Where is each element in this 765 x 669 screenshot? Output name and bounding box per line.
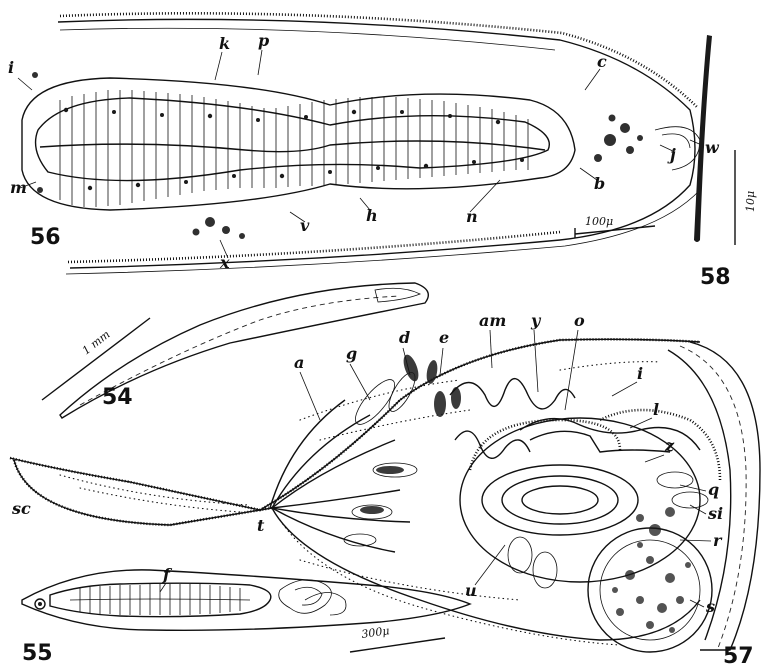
f56-label-w: w <box>705 138 720 157</box>
f56-label-c: c <box>597 52 607 71</box>
f57-label-d: d <box>399 328 410 347</box>
figure-55: f 55 300μ <box>22 565 470 666</box>
f56-label-b: b <box>594 174 605 193</box>
f55-figure-number: 55 <box>22 641 53 666</box>
f57-label-q: q <box>708 480 719 499</box>
f58-figure-number: 58 <box>700 265 731 290</box>
f57-label-z: z <box>664 436 675 455</box>
f57-label-u: u <box>465 581 477 600</box>
f57-label-g: g <box>346 344 357 363</box>
f56-label-v: v <box>300 216 310 235</box>
f54-figure-number: 54 <box>102 385 133 410</box>
f58-scale-label: 10μ <box>744 191 757 212</box>
f56-label-h: h <box>366 206 378 225</box>
f57-label-sc: sc <box>11 499 31 518</box>
f57-label-o: o <box>574 311 585 330</box>
f57-figure-number: 57 <box>723 644 754 669</box>
f57-label-e: e <box>439 328 449 347</box>
figure-58: 10μ 58 <box>694 35 757 290</box>
f56-label-m: m <box>10 178 27 197</box>
f57-label-r: r <box>713 531 723 550</box>
f56-label-x: x <box>219 253 230 272</box>
f54-scale-label: 1 mm <box>80 328 113 358</box>
f57-label-a: a <box>294 353 304 372</box>
figure-57: a g d e am y o i l z q si r s u t sc 57 <box>10 311 760 669</box>
f57-label-t: t <box>257 516 265 535</box>
f55-scale-label: 300μ <box>361 624 391 641</box>
f56-label-k: k <box>219 34 230 53</box>
f56-label-p: p <box>258 31 269 50</box>
f57-label-i: i <box>637 364 643 383</box>
f57-label-y: y <box>530 311 542 330</box>
figure-56: k p i c w j b m n h v x 56 100μ <box>8 13 720 274</box>
f57-label-si: si <box>707 504 723 523</box>
f57-label-s: s <box>705 597 715 616</box>
f55-label-f: f <box>162 565 173 584</box>
f56-label-i: i <box>8 58 14 77</box>
f56-label-j: j <box>667 145 676 164</box>
f56-scale-label: 100μ <box>585 215 613 228</box>
f57-label-l: l <box>653 400 659 419</box>
f56-figure-number: 56 <box>30 225 61 250</box>
f57-label-am: am <box>479 311 506 330</box>
